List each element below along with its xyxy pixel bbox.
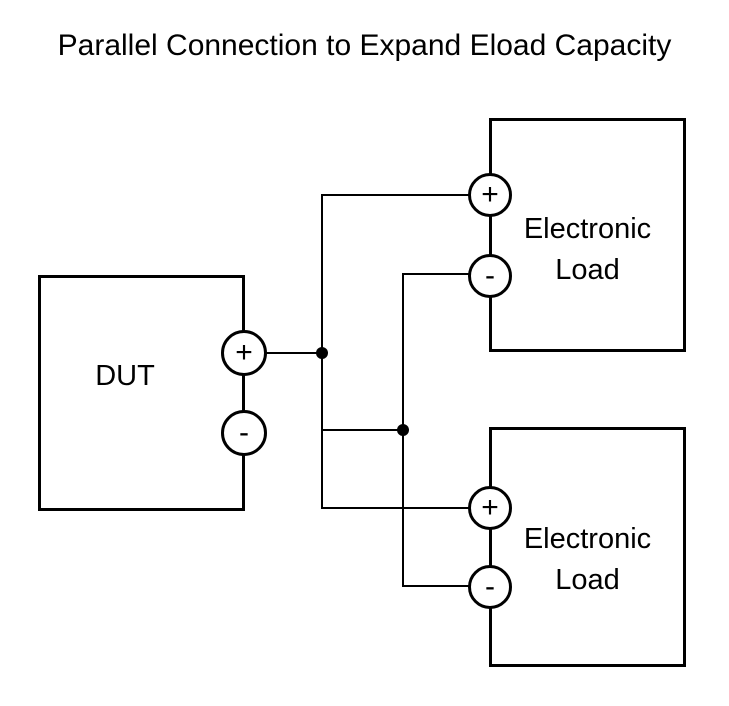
- electronic-load-label-line2: Load: [555, 254, 620, 286]
- wire-bus-to-load-bottom-positive: [321, 507, 469, 509]
- electronic-load-label-line1: Electronic: [523, 523, 652, 555]
- minus-terminal-label: -: [485, 259, 495, 292]
- electronic-load-top-box: [489, 118, 686, 352]
- minus-terminal-label: -: [239, 416, 249, 449]
- load-top-positive-terminal: +: [468, 173, 512, 217]
- plus-terminal-label: +: [481, 491, 499, 524]
- electronic-load-bottom-box: [489, 427, 686, 667]
- minus-terminal-label: -: [485, 570, 495, 603]
- load-bottom-positive-terminal: +: [468, 486, 512, 530]
- electronic-load-label-line2: Load: [555, 564, 620, 596]
- wire-bus-to-load-bottom-negative: [402, 585, 469, 587]
- junction-dot-icon: [397, 424, 409, 436]
- wire-bus-to-load-top-negative: [402, 273, 469, 275]
- wire-bus-link: [321, 429, 404, 431]
- junction-dot-icon: [316, 347, 328, 359]
- dut-label: DUT: [95, 360, 155, 392]
- plus-terminal-label: +: [481, 178, 499, 211]
- plus-terminal-label: +: [235, 336, 253, 369]
- load-top-negative-terminal: -: [468, 254, 512, 298]
- electronic-load-top-label: Electronic Load: [489, 209, 686, 291]
- load-bottom-negative-terminal: -: [468, 565, 512, 609]
- electronic-load-label-line1: Electronic: [523, 213, 652, 245]
- dut-positive-terminal: +: [221, 330, 267, 376]
- wire-dut-positive-to-bus: [266, 352, 323, 354]
- diagram-title: Parallel Connection to Expand Eload Capa…: [57, 29, 672, 62]
- wire-bus-to-load-top-positive: [321, 194, 469, 196]
- dut-box: [38, 275, 245, 511]
- dut-negative-terminal: -: [221, 410, 267, 456]
- electronic-load-bottom-label: Electronic Load: [489, 519, 686, 601]
